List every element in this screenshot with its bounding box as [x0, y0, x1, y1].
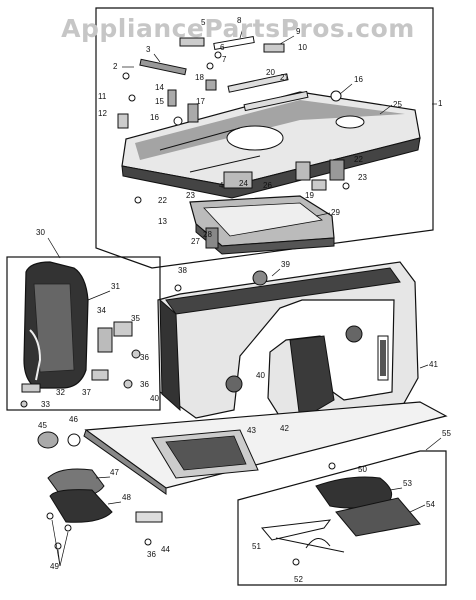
group-box-55 — [237, 450, 447, 586]
callout-16b: 16 — [150, 113, 159, 122]
callout-38: 38 — [178, 266, 187, 275]
callout-10: 10 — [298, 43, 307, 52]
callout-7: 7 — [222, 55, 227, 64]
callout-14: 14 — [155, 83, 164, 92]
callout-36: 36 — [140, 353, 149, 362]
callout-34: 34 — [97, 306, 106, 315]
callout-27: 27 — [191, 237, 200, 246]
callout-45: 45 — [38, 421, 47, 430]
callout-16: 16 — [354, 75, 363, 84]
callout-18: 18 — [195, 73, 204, 82]
callout-13: 13 — [158, 217, 167, 226]
callout-36b: 36 — [140, 380, 149, 389]
callout-21: 21 — [280, 73, 289, 82]
callout-52: 52 — [294, 575, 303, 584]
callout-22b: 22 — [158, 196, 167, 205]
callout-26: 26 — [263, 181, 272, 190]
callout-8: 8 — [237, 16, 242, 25]
callout-46: 46 — [69, 415, 78, 424]
callout-49: 49 — [50, 562, 59, 571]
callout-54: 54 — [426, 500, 435, 509]
callout-40b: 40 — [256, 371, 265, 380]
machine-head-casting — [157, 261, 419, 437]
callout-20: 20 — [266, 68, 275, 77]
callout-50: 50 — [358, 465, 367, 474]
callout-37: 37 — [82, 388, 91, 397]
callout-25: 25 — [393, 100, 402, 109]
callout-40: 40 — [150, 394, 159, 403]
callout-23: 23 — [358, 173, 367, 182]
bottom-left-parts — [37, 431, 163, 550]
callout-15: 15 — [155, 97, 164, 106]
slide-plate — [189, 195, 335, 255]
base-board — [83, 401, 448, 495]
callout-43: 43 — [247, 426, 256, 435]
callout-31: 31 — [111, 282, 120, 291]
bed-plate-assembly — [121, 91, 421, 199]
leader-lines — [47, 24, 442, 567]
callout-9: 9 — [296, 27, 301, 36]
callout-23b: 23 — [186, 191, 195, 200]
callout-36c: 36 — [147, 550, 156, 559]
callout-5: 5 — [201, 18, 206, 27]
callout-1: 1 — [438, 99, 443, 108]
callout-22: 22 — [354, 155, 363, 164]
callout-42: 42 — [280, 424, 289, 433]
callout-48: 48 — [122, 493, 131, 502]
callout-28: 28 — [203, 230, 212, 239]
callout-3: 3 — [146, 45, 151, 54]
callout-17: 17 — [196, 97, 205, 106]
callout-47: 47 — [110, 468, 119, 477]
callout-6: 6 — [220, 43, 225, 52]
callout-12: 12 — [98, 109, 107, 118]
callout-4: 4 — [219, 181, 224, 190]
bottom-right-parts — [261, 462, 421, 566]
callout-24: 24 — [239, 179, 248, 188]
callout-labels: 1 2 3 4 5 6 7 8 9 10 11 12 13 14 15 16 1… — [36, 16, 451, 584]
callout-53: 53 — [403, 479, 412, 488]
callout-39: 39 — [281, 260, 290, 269]
callout-44: 44 — [161, 545, 170, 554]
callout-29: 29 — [331, 208, 340, 217]
face-plate-cover — [23, 261, 89, 389]
callout-33: 33 — [41, 400, 50, 409]
callout-2: 2 — [113, 62, 118, 71]
callout-19: 19 — [305, 191, 314, 200]
callout-35: 35 — [131, 314, 140, 323]
callout-32: 32 — [56, 388, 65, 397]
callout-11: 11 — [98, 92, 107, 101]
callout-51: 51 — [252, 542, 261, 551]
callout-30: 30 — [36, 228, 45, 237]
callout-41: 41 — [429, 360, 438, 369]
callout-55: 55 — [442, 429, 451, 438]
